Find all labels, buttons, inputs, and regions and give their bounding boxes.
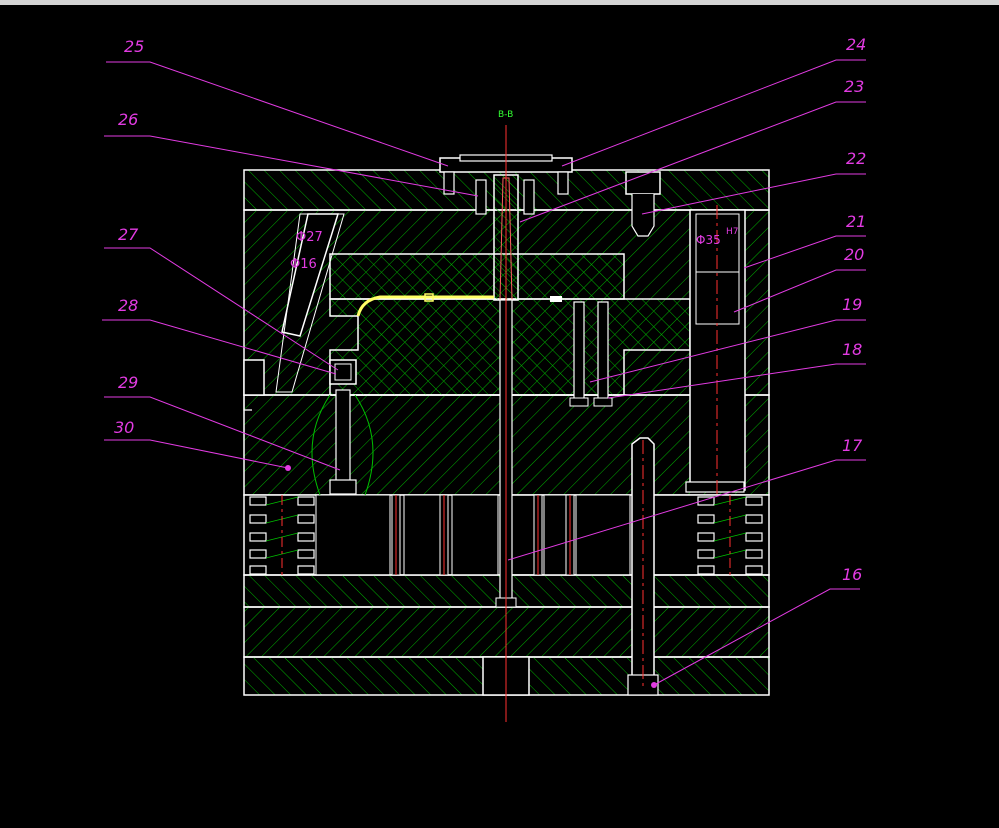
dim-lower-text: Φ16: [290, 257, 317, 272]
part-label-23: 23: [844, 77, 864, 96]
springs: [249, 495, 763, 575]
part-label-16: 16: [842, 565, 862, 584]
cavity-insert: [329, 253, 625, 300]
part-label-22: 22: [846, 149, 866, 168]
angle-pin: [275, 213, 345, 393]
part-label-25: 25: [124, 37, 144, 56]
plastic-runner: [356, 293, 562, 317]
dim-upper-text: Φ27: [296, 230, 323, 245]
part-label-26: 26: [118, 110, 138, 129]
part-label-24: 24: [846, 35, 866, 54]
part-number-labels: 25 26 27 28 29 30 24 23 22 21 20 19 18 1…: [114, 35, 866, 584]
dim-bush-text: Φ35: [696, 233, 721, 247]
cad-drawing-canvas[interactable]: Φ27 Φ16 Φ35 H7: [0, 5, 999, 828]
part-label-29: 29: [118, 373, 138, 392]
part-label-30: 30: [114, 418, 134, 437]
limit-screw: [311, 359, 374, 496]
socket-screw-top-right: [625, 171, 661, 237]
guide-bush: Φ35 H7: [685, 205, 746, 495]
part-label-21: 21: [846, 212, 866, 231]
dim-bush-fit-text: H7: [726, 227, 739, 237]
ejector-pins: [391, 301, 613, 576]
reset-pin-right: [627, 437, 659, 696]
leader-dots: [285, 465, 657, 688]
part-label-19: 19: [842, 295, 862, 314]
window-title-strip: [0, 0, 999, 5]
leader-lines: [102, 59, 866, 686]
part-label-28: 28: [118, 296, 138, 315]
part-label-20: 20: [844, 245, 864, 264]
section-label: B-B: [498, 110, 513, 120]
slider-block: [243, 359, 265, 411]
part-label-17: 17: [842, 436, 863, 455]
dim-labels-left: Φ27 Φ16: [290, 230, 323, 272]
part-label-27: 27: [118, 225, 139, 244]
part-label-18: 18: [842, 340, 862, 359]
main-centerline: B-B: [498, 110, 513, 722]
